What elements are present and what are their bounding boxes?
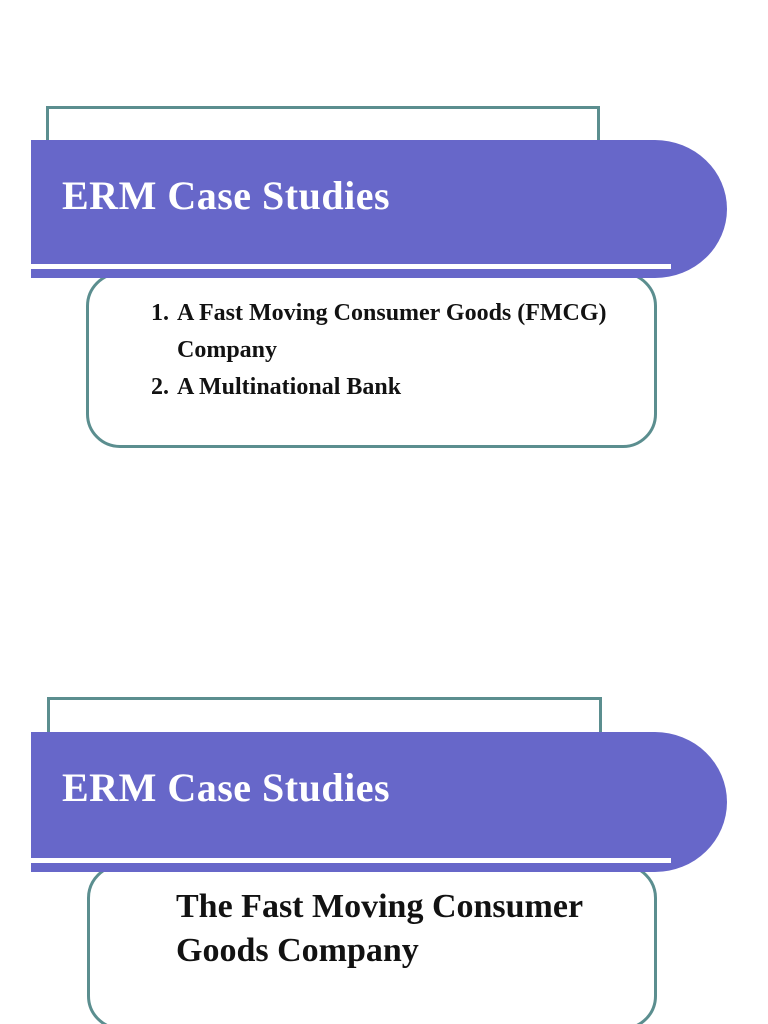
list-item-line: A Fast Moving Consumer Goods (FMCG): [177, 300, 607, 326]
title-banner: ERM Case Studies: [31, 140, 727, 278]
banner-underline: [31, 858, 671, 863]
banner-underline: [31, 264, 671, 269]
list-item-text: A Multinational Bank: [177, 369, 624, 406]
slide-1: 1. A Fast Moving Consumer Goods (FMCG) C…: [31, 106, 727, 448]
list-item-line: Company: [177, 337, 278, 363]
list-item-number: 1.: [151, 300, 169, 326]
list-item-text: A Fast Moving Consumer Goods (FMCG) Comp…: [177, 295, 624, 369]
slide-title: ERM Case Studies: [62, 173, 391, 218]
body-line: The Fast Moving Consumer: [176, 888, 584, 925]
slide-2: The Fast Moving Consumer Goods Company E…: [0, 592, 768, 1024]
title-banner: ERM Case Studies: [31, 732, 727, 872]
slide-title: ERM Case Studies: [62, 765, 391, 810]
content-panel: The Fast Moving Consumer Goods Company: [87, 864, 657, 1024]
list-item-number: 2.: [151, 374, 169, 400]
list-item-line: A Multinational Bank: [177, 374, 402, 400]
content-panel: 1. A Fast Moving Consumer Goods (FMCG) C…: [86, 272, 657, 448]
list-item: 2. A Multinational Bank: [151, 369, 624, 406]
body-line: Goods Company: [176, 932, 419, 969]
list-item: 1. A Fast Moving Consumer Goods (FMCG) C…: [151, 295, 624, 369]
panel-body-text: The Fast Moving Consumer Goods Company: [90, 885, 583, 973]
numbered-list: 1. A Fast Moving Consumer Goods (FMCG) C…: [89, 295, 654, 406]
